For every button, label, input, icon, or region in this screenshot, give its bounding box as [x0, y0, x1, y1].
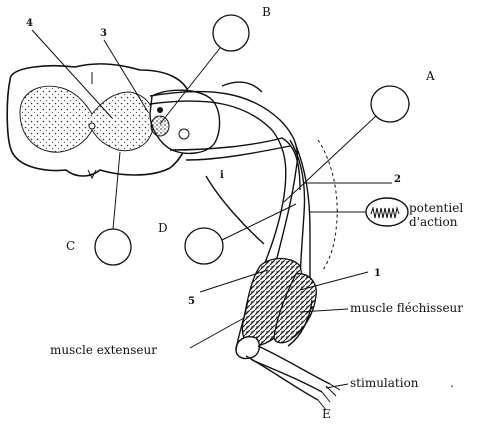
label-muscle-flechisseur: muscle fléchisseur	[350, 301, 463, 315]
leader-extenseur	[190, 318, 244, 348]
label-c: C	[66, 239, 75, 253]
label-b: B	[262, 5, 271, 19]
label-i: i	[220, 170, 224, 181]
label-5: 5	[188, 296, 195, 307]
leader-d	[222, 204, 296, 240]
label-muscle-extenseur: muscle extenseur	[50, 343, 157, 357]
label-4: 4	[26, 18, 33, 29]
label-2: 2	[394, 174, 401, 185]
leader-stimulation	[326, 384, 348, 388]
label-circle-a	[371, 86, 409, 122]
action-potential-indicator	[310, 198, 408, 226]
label-circle-c	[95, 229, 131, 265]
label-d: D	[158, 221, 168, 235]
label-circle-d	[185, 228, 223, 264]
label-1: 1	[374, 268, 381, 279]
label-potentiel: potentiel	[409, 201, 463, 215]
label-stimulation: stimulation	[350, 376, 419, 390]
label-3: 3	[100, 28, 107, 39]
label-action: d'action	[409, 215, 458, 229]
muscles	[243, 259, 317, 347]
label-a: A	[425, 69, 435, 83]
label-e: E	[322, 407, 331, 421]
label-circle-b	[213, 15, 249, 51]
dashed-arc	[318, 140, 337, 272]
label-dot: .	[450, 376, 454, 390]
